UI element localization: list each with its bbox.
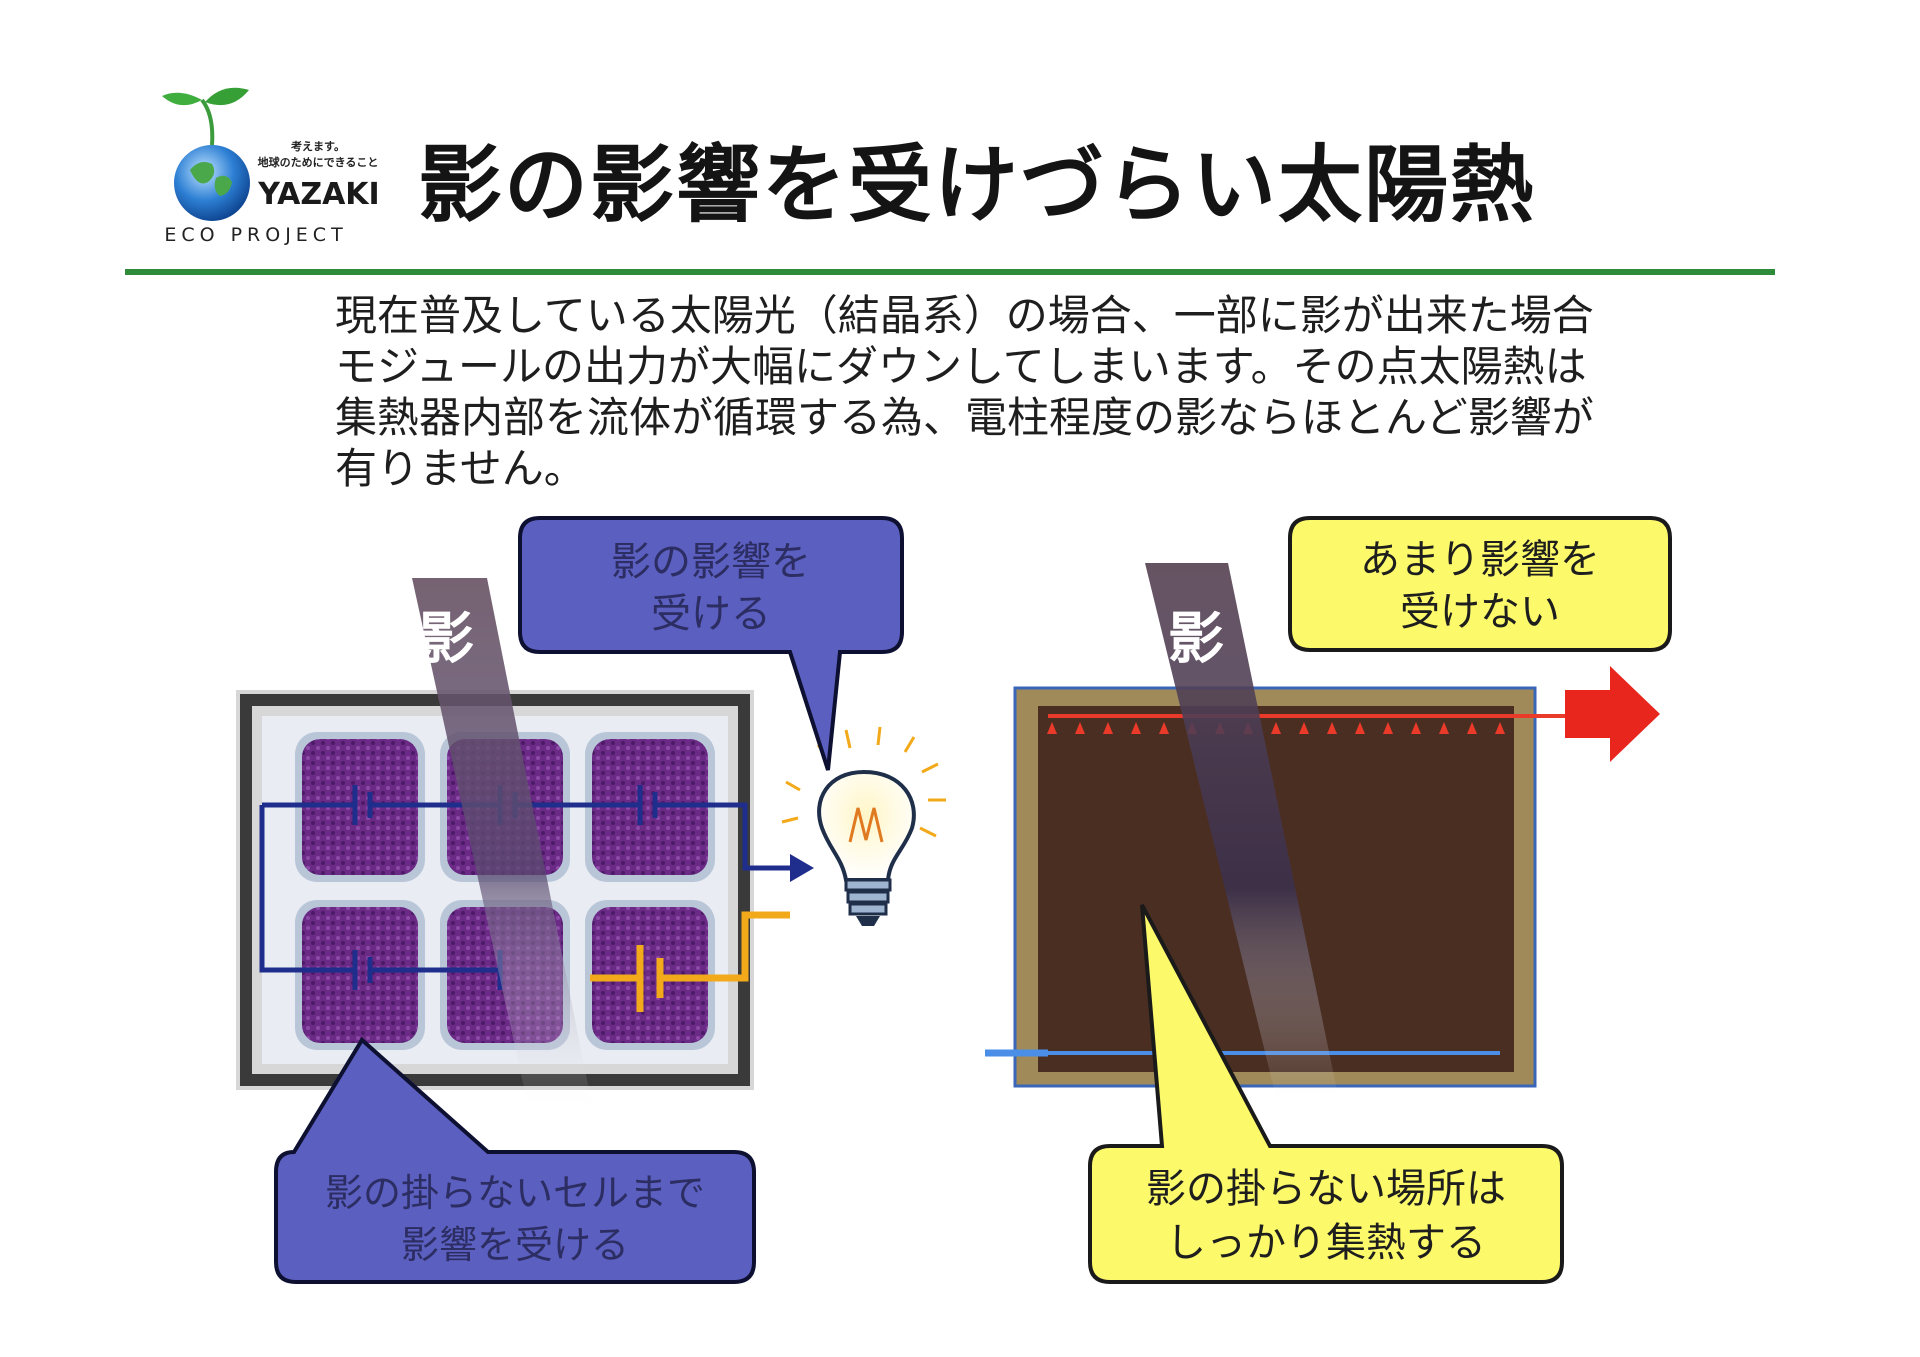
logo-tagline-1: 考えます。 xyxy=(291,139,345,153)
callout-text: 受けない xyxy=(1400,589,1560,635)
shadow-band xyxy=(1145,563,1340,1105)
solar-thermal-diagram: 影 あまり影響を 受けない 影の掛らない場所は しっかり集熱する xyxy=(985,516,1672,1284)
body-line: 有りません。 xyxy=(335,444,586,493)
flow-arrow-icon xyxy=(1131,722,1141,734)
logo-brand: YAZAKI xyxy=(257,177,379,212)
globe-sprout-icon xyxy=(162,87,250,221)
callout-text: 影の掛らない場所は xyxy=(1146,1166,1506,1212)
flow-arrow-icon xyxy=(1355,722,1365,734)
callout-text: 受ける xyxy=(651,591,771,637)
flow-arrow-icon xyxy=(1467,722,1477,734)
flow-arrow-icon xyxy=(1159,722,1169,734)
pv-cell xyxy=(592,907,708,1043)
pv-module-diagram: 影 影の影響を 受ける 影の掛らないセルまで 影響を受ける xyxy=(236,516,946,1284)
flow-arrow-icon xyxy=(1271,722,1281,734)
flow-arrow-icon xyxy=(1047,722,1057,734)
flow-arrow-icon xyxy=(1327,722,1337,734)
logo-tagline-2: 地球のためにできること xyxy=(258,155,379,169)
body-paragraph: 現在普及している太陽光（結晶系）の場合、一部に影が出来た場合 モジュールの出力が… xyxy=(335,290,1635,494)
callout-text: 影の影響を xyxy=(611,539,811,585)
pv-cell xyxy=(592,739,708,875)
pv-callout-affected: 影の影響を 受ける xyxy=(518,516,904,771)
output-arrow-icon xyxy=(790,854,814,882)
flow-arrow-icon xyxy=(1103,722,1113,734)
body-line: 現在普及している太陽光（結晶系）の場合、一部に影が出来た場合 xyxy=(335,291,1594,340)
shadow-label: 影 xyxy=(418,607,474,672)
thermal-callout-less-affected: あまり影響を 受けない xyxy=(1288,516,1672,652)
light-bulb-icon xyxy=(781,726,946,926)
callout-text: 影の掛らないセルまで xyxy=(325,1171,705,1215)
body-line: 集熱器内部を流体が循環する為、電柱程度の影ならほとんど影響が xyxy=(335,393,1594,442)
flow-arrow-icon xyxy=(1439,722,1449,734)
flow-arrow-icon xyxy=(1495,722,1505,734)
flow-arrow-icon xyxy=(1383,722,1393,734)
pv-cell xyxy=(302,907,418,1043)
title-divider xyxy=(125,269,1775,275)
shaded-cell-bypass xyxy=(590,911,790,1012)
shadow-label: 影 xyxy=(1168,607,1224,672)
hot-water-outlet-arrow xyxy=(1565,666,1660,762)
flow-arrow-icon xyxy=(1075,722,1085,734)
callout-text: 影響を受ける xyxy=(401,1223,629,1267)
callout-text: あまり影響を xyxy=(1360,537,1600,583)
flow-arrow-icon xyxy=(1299,722,1309,734)
pv-callout-unshaded-cells: 影の掛らないセルまで 影響を受ける xyxy=(274,1036,756,1284)
page-title: 影の影響を受けづらい太陽熱 xyxy=(418,136,1537,234)
logo-project: ECO PROJECT xyxy=(164,224,347,246)
thermal-callout-collects-heat: 影の掛らない場所は しっかり集熱する xyxy=(1088,904,1564,1284)
body-line: モジュールの出力が大幅にダウンしてしまいます。その点太陽熱は xyxy=(335,342,1587,391)
flow-arrow-icon xyxy=(1411,722,1421,734)
shadow-band xyxy=(412,578,594,1115)
pv-cell xyxy=(302,739,418,875)
callout-text: しっかり集熱する xyxy=(1166,1220,1486,1266)
yazaki-eco-project-logo: 考えます。 地球のためにできること YAZAKI ECO PROJECT xyxy=(162,87,380,246)
